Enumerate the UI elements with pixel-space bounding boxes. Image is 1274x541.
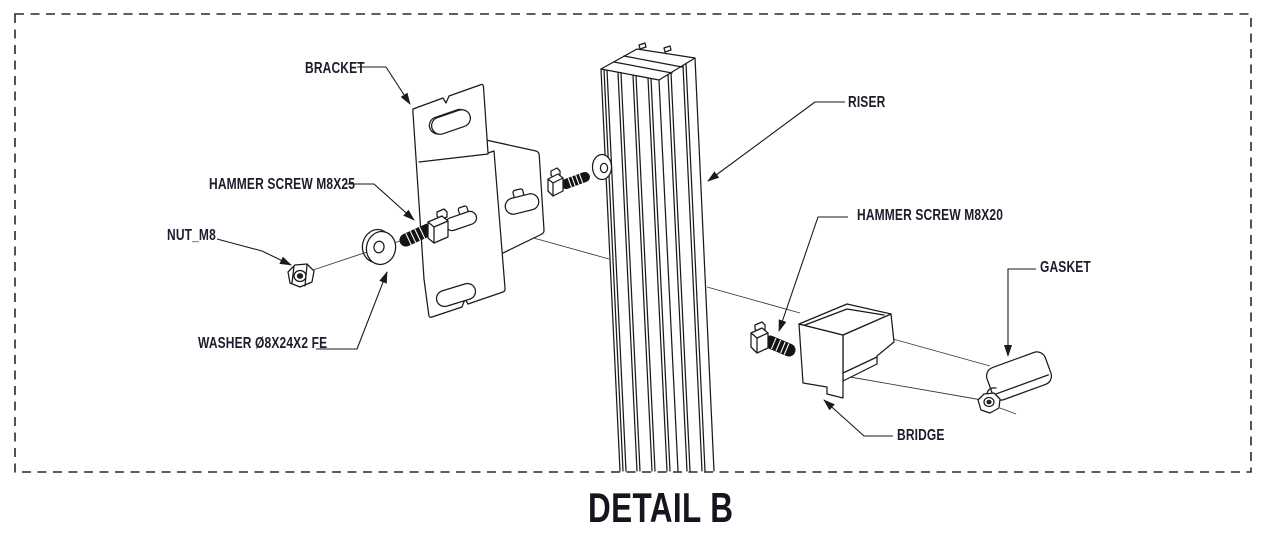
nut-m8-drawing: [287, 263, 315, 288]
bracket-label: BRACKET: [305, 60, 365, 77]
hammer-screw-m8x25-label: HAMMER SCREW M8X25: [209, 176, 356, 193]
washer-drawing: [361, 228, 397, 266]
detail-title: DETAIL B: [588, 484, 734, 531]
hammer-screw-m8x20-drawing: [750, 321, 796, 357]
drawing-border: [14, 13, 1252, 473]
washer-label: WASHER Ø8X24X2 FE: [198, 335, 328, 352]
bridge-drawing: [798, 303, 895, 399]
bridge-label: BRIDGE: [897, 427, 945, 444]
gasket-label: GASKET: [1040, 259, 1091, 276]
construction-lines: [312, 236, 1017, 415]
nut-m8-label: NUT_M8: [167, 227, 216, 244]
hammer-screw-m8x20-label: HAMMER SCREW M8X20: [857, 207, 1004, 224]
riser-screw-drawing: [547, 167, 590, 197]
leader-lines: [216, 66, 1036, 437]
riser-drawing: [591, 42, 715, 472]
bracket-drawing: [412, 83, 506, 318]
hammer-screw-m8x25-drawing: [399, 208, 449, 247]
riser-label: RISER: [848, 94, 886, 111]
gasket-drawing: [977, 351, 1053, 414]
